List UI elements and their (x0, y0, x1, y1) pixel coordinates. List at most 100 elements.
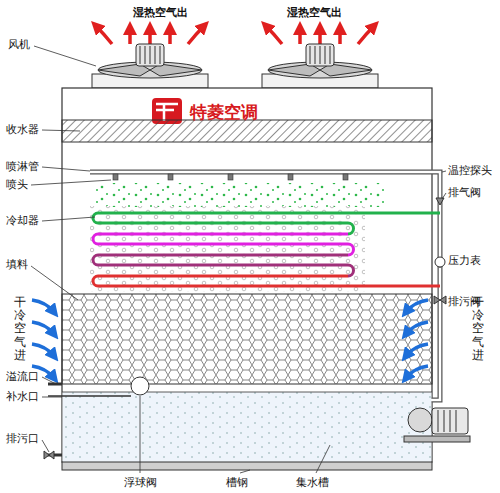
circulation-pump (456, 410, 457, 432)
part-name: 填料 (6, 258, 28, 271)
water-basin (63, 392, 432, 462)
spray-nozzle (228, 174, 233, 180)
part-name: 排气阀 (448, 186, 481, 199)
circulation-pump (404, 436, 470, 442)
fan (136, 44, 164, 66)
float-valve (131, 377, 149, 395)
leader-line (42, 167, 90, 171)
spray-nozzle (113, 174, 118, 180)
leader-line (31, 266, 78, 300)
pipe-fittings (435, 257, 445, 267)
intake-arrows (406, 322, 428, 334)
exhaust-arrows (188, 26, 204, 44)
coil-bubbles (90, 206, 365, 292)
part-name: 喷头 (6, 178, 28, 191)
water-surface (62, 392, 432, 393)
fan (320, 46, 321, 64)
part-name: 喷淋管 (6, 160, 39, 173)
intake-arrows (32, 322, 54, 334)
part-name: 风机 (8, 38, 30, 51)
drift-eliminator (62, 120, 432, 142)
fan (155, 46, 156, 64)
part-name: 压力表 (448, 254, 481, 267)
leader-line (42, 440, 49, 452)
air-in-label: 干冷空气进 (472, 296, 484, 362)
fan (306, 44, 334, 66)
fan (330, 46, 331, 64)
air-out-label: 湿热空气出 (133, 6, 188, 19)
leader-line (42, 130, 80, 131)
exhaust-arrows (338, 28, 342, 44)
exhaust-arrows (128, 28, 132, 44)
float-valve (48, 377, 149, 396)
pipe-fittings (434, 198, 446, 304)
exhaust-arrows (148, 28, 152, 44)
exhaust-arrows (96, 26, 374, 44)
intake-arrows (406, 344, 428, 356)
cooling-coil (98, 223, 354, 234)
circulation-pump (408, 408, 432, 432)
channel-steel (62, 462, 432, 470)
leader-line (140, 396, 141, 473)
part-name: 槽钢 (226, 476, 248, 489)
part-name: 温控探头 (448, 164, 492, 177)
spray-nozzle (113, 174, 348, 180)
exhaust-arrows (266, 26, 282, 44)
leader-line (42, 217, 95, 221)
intake-arrows (32, 300, 54, 312)
fan (92, 44, 208, 88)
exhaust-arrows (96, 26, 112, 44)
air-in-label: 干冷空气进 (14, 296, 26, 362)
exhaust-arrows (168, 28, 172, 44)
fan (315, 46, 316, 64)
fan (262, 44, 378, 88)
part-name: 浮球阀 (124, 476, 157, 489)
fan (140, 46, 141, 64)
spray-nozzle (168, 174, 173, 180)
leader-line (34, 46, 96, 66)
leader-line (240, 470, 250, 473)
part-name: 补水口 (6, 390, 39, 403)
drain-valve (44, 451, 62, 459)
circulation-pump (444, 410, 445, 432)
leader-line (42, 397, 62, 398)
fill-media (62, 294, 432, 384)
circulation-pump (438, 410, 439, 432)
drain-valve (44, 451, 54, 459)
pipe-fittings (436, 198, 444, 205)
float-valve (48, 395, 131, 397)
brand-name: 特菱空调 (190, 102, 258, 122)
leader-line (31, 180, 111, 185)
cooling-coil (98, 285, 440, 288)
fan (325, 46, 326, 64)
leader-line (445, 301, 446, 302)
leader-line (442, 193, 446, 199)
tower-housing (62, 88, 432, 462)
fan (310, 46, 311, 64)
exhaust-arrows (298, 28, 302, 44)
brand-logo (156, 104, 178, 121)
circulation-pump (432, 408, 468, 434)
fan (160, 46, 161, 64)
part-name: 收水器 (6, 123, 39, 136)
circulation-pump (404, 408, 470, 442)
fan (145, 46, 146, 64)
part-name: 冷却器 (6, 214, 39, 227)
cooling-coil (93, 213, 440, 286)
leader-line (31, 46, 446, 473)
air-out-label: 湿热空气出 (287, 6, 342, 19)
spray-droplets (95, 183, 385, 207)
exhaust-arrows (358, 26, 374, 44)
part-name: 排污口 (6, 432, 39, 445)
leader-line (442, 171, 446, 172)
cooling-coil (98, 265, 354, 276)
part-name: 溢流口 (6, 370, 39, 383)
float-valve (48, 383, 62, 386)
leader-line (316, 445, 330, 473)
intake-arrows (32, 344, 54, 356)
spray-nozzle (288, 174, 293, 180)
intake-arrows (406, 300, 428, 312)
circulation-pump (450, 410, 451, 432)
part-name: 集水槽 (296, 476, 329, 489)
